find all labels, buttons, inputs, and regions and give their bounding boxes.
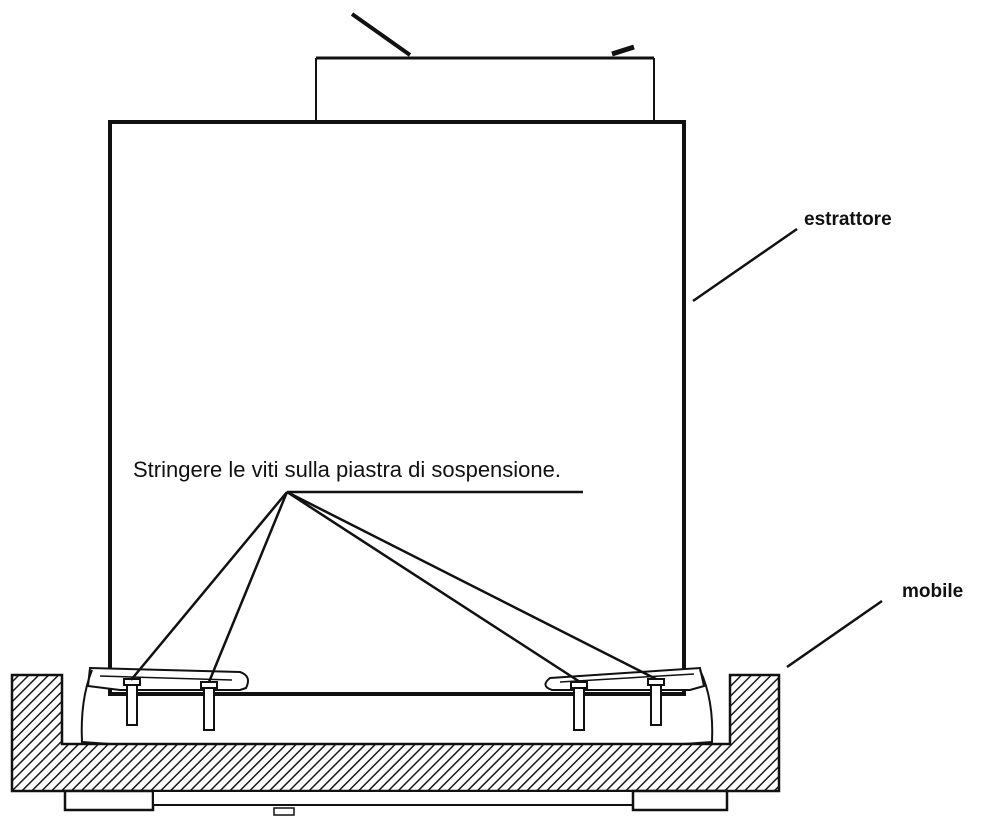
screw-3 bbox=[570, 681, 588, 731]
extractor-label: estrattore bbox=[804, 209, 892, 230]
cabinet-base bbox=[63, 789, 729, 816]
screw-1 bbox=[123, 678, 141, 726]
cabinet-label: mobile bbox=[902, 581, 963, 602]
instruction-label: Stringere le viti sulla piastra di sospe… bbox=[133, 457, 561, 482]
motor-housing bbox=[315, 12, 655, 122]
instruction-leader-lines bbox=[130, 490, 657, 684]
screw-2 bbox=[200, 681, 218, 731]
extractor-leader-line bbox=[692, 227, 798, 303]
suspension-plate-right bbox=[544, 666, 714, 745]
cabinet-leader-line bbox=[786, 599, 883, 669]
suspension-plate-left bbox=[80, 666, 249, 745]
screw-4 bbox=[647, 678, 665, 726]
extractor-body bbox=[108, 120, 686, 696]
